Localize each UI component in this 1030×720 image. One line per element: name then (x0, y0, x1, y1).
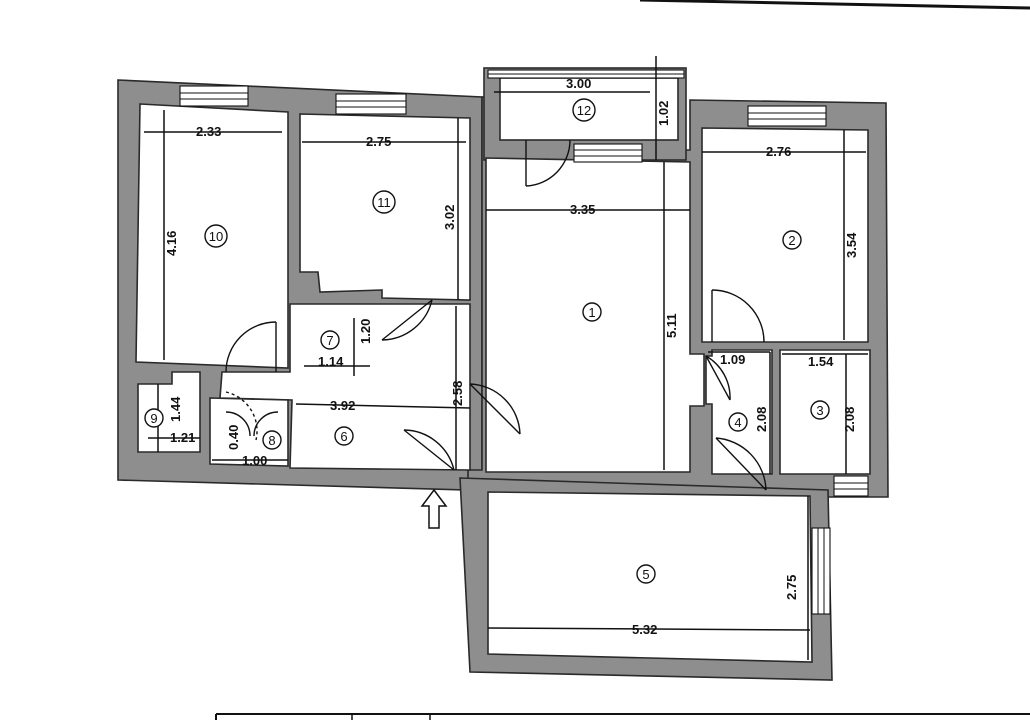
dim-r5-width: 5.32 (632, 622, 657, 637)
doors (225, 139, 767, 491)
door-room-1-4 (705, 355, 731, 401)
dim-r4-width: 1.09 (720, 352, 745, 367)
room-12-label: 12 (572, 98, 596, 122)
svg-text:3: 3 (816, 403, 823, 418)
room-9-label: 9 (144, 408, 164, 428)
svg-text:7: 7 (326, 333, 333, 348)
room-10-label: 10 (204, 224, 228, 248)
dim-r12-height: 1.02 (656, 101, 671, 126)
door-room-8 (225, 391, 279, 441)
room-5-label: 5 (636, 564, 656, 584)
room-1-label: 1 (582, 302, 602, 322)
svg-text:10: 10 (209, 229, 223, 244)
dim-r5-height: 2.75 (784, 575, 799, 600)
window-room-5 (811, 527, 831, 615)
dim-r4-height: 2.08 (754, 407, 769, 432)
door-room-12 (525, 139, 571, 187)
room-4-area (705, 349, 773, 475)
windows (179, 69, 869, 615)
dim-r10-height: 4.16 (164, 231, 179, 256)
room-numbers: 1 2 3 4 5 6 7 8 (144, 98, 830, 584)
dim-r3-height: 2.08 (842, 407, 857, 432)
svg-text:12: 12 (577, 103, 591, 118)
dim-r6-width: 3.92 (330, 398, 355, 413)
dim-r1-height: 5.11 (664, 313, 679, 338)
dim-r9-width: 1.21 (170, 430, 195, 445)
room-2-label: 2 (782, 230, 802, 250)
window-room-3 (833, 475, 869, 497)
svg-text:5: 5 (642, 567, 649, 582)
room-6-label: 6 (334, 426, 354, 446)
svg-text:4: 4 (734, 415, 741, 430)
svg-text:8: 8 (268, 433, 275, 448)
dim-r7-height: 1.20 (358, 319, 373, 344)
window-room-11 (335, 93, 407, 115)
dim-r8-small: 0.40 (226, 425, 241, 450)
door-room-11 (381, 299, 433, 341)
room-3-label: 3 (810, 400, 830, 420)
door-room-2 (711, 289, 765, 343)
dim-r11-width: 2.75 (366, 134, 391, 149)
door-room-1-hall (469, 383, 521, 435)
room-4-label: 4 (728, 412, 748, 432)
window-room-1 (573, 143, 643, 163)
dimension-lines (144, 56, 868, 660)
door-room-10 (225, 321, 277, 373)
dim-r6-height: 2.58 (450, 381, 465, 406)
svg-text:9: 9 (150, 411, 157, 426)
page-top-edge (639, 0, 1030, 10)
svg-text:2: 2 (788, 233, 795, 248)
dim-r8-width: 1.00 (242, 453, 267, 468)
dim-r3-width: 1.54 (808, 354, 834, 369)
window-room-10 (179, 85, 249, 107)
room-8-label: 8 (262, 430, 282, 450)
svg-text:11: 11 (377, 195, 391, 210)
room-11-label: 11 (372, 190, 396, 214)
dim-r2-width: 2.76 (766, 144, 791, 159)
dim-r7-width: 1.14 (318, 354, 344, 369)
dim-r10-width: 2.33 (196, 124, 221, 139)
room-7-label: 7 (320, 330, 340, 350)
svg-text:1: 1 (588, 305, 595, 320)
window-room-12 (487, 69, 685, 79)
dim-r9-height: 1.44 (168, 396, 183, 422)
dim-r1-width: 3.35 (570, 202, 595, 217)
door-room-5 (715, 437, 767, 491)
dimension-labels: 2.33 4.16 2.75 3.02 3.00 1.02 3.35 5.11 … (164, 76, 859, 637)
dim-r11-height: 3.02 (442, 205, 457, 230)
door-entrance (403, 429, 455, 471)
legend-table-edge (215, 713, 1030, 720)
entrance-arrow-icon (420, 488, 448, 529)
svg-text:6: 6 (340, 429, 347, 444)
room-9-area (137, 371, 201, 453)
window-room-2 (747, 105, 827, 127)
dim-r2-height: 3.54 (844, 232, 859, 258)
dim-r12-width: 3.00 (566, 76, 591, 91)
